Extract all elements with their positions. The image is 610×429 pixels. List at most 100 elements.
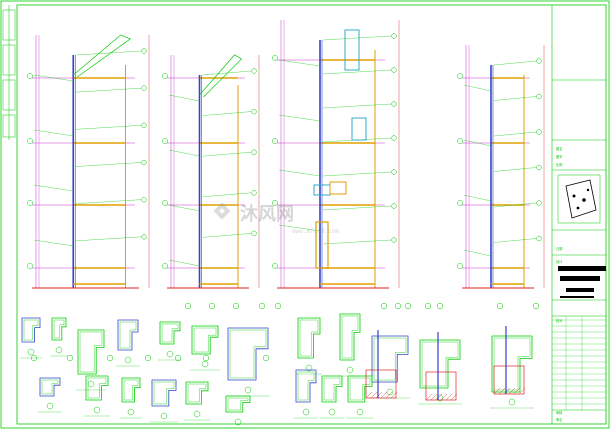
hatched-detail (493, 326, 526, 395)
level-marker (27, 138, 33, 144)
detail-tag (391, 101, 397, 107)
leader-line (168, 204, 200, 212)
profile-detail (120, 377, 142, 419)
svg-text:设计: 设计 (556, 259, 563, 264)
wall-section (457, 45, 545, 289)
detail-number-circle (234, 418, 242, 426)
leader-line (76, 162, 142, 167)
detail-tag (30, 354, 38, 362)
detail-number-circle (46, 402, 54, 410)
level-marker (272, 55, 278, 61)
detail-tag (391, 135, 397, 141)
level-marker (162, 73, 168, 79)
profile-outline (151, 379, 177, 407)
detail-tag (391, 203, 397, 209)
profile-outline (191, 325, 219, 355)
leader-line (202, 192, 252, 197)
detail-tag (536, 129, 542, 135)
detail-number-circle (244, 386, 252, 394)
detail-number-circle (160, 412, 168, 420)
column (315, 221, 329, 269)
detail-tag (208, 302, 216, 310)
detail-tag (141, 85, 147, 91)
detail-tag (251, 149, 257, 155)
leader-line (33, 184, 74, 192)
detail-number-circle (124, 356, 132, 364)
detail-number-circle (193, 410, 201, 418)
detail-number-circle (166, 350, 174, 358)
detail-tag (394, 302, 402, 310)
detail-tag (536, 235, 542, 242)
detail-tag (391, 67, 397, 73)
hatch-line (508, 387, 516, 395)
binding-strip (2, 5, 16, 140)
detail-tag (536, 58, 542, 64)
detail-number-circle (305, 364, 313, 372)
detail-tag (66, 354, 74, 362)
profile-outline (77, 329, 105, 375)
profile-inner (323, 377, 341, 401)
detail-tag (251, 108, 257, 115)
leader-line (202, 70, 252, 76)
detail-number-circle (302, 408, 310, 416)
profile-outline (85, 375, 109, 401)
svg-text:www.mfcad.com: www.mfcad.com (292, 228, 339, 235)
svg-text:图名: 图名 (556, 146, 562, 151)
leader-line (278, 169, 321, 177)
profile-detail (224, 395, 252, 429)
wall-section (162, 54, 260, 289)
hatch-line (450, 393, 458, 401)
hatch-box (365, 369, 397, 399)
detail-number-circle (93, 406, 101, 414)
leader-line (322, 103, 392, 109)
leader-line (322, 35, 392, 41)
detail-number-circle (127, 408, 135, 416)
roof-slope (73, 34, 131, 78)
profile-inner (53, 319, 65, 339)
hatch-line (385, 391, 393, 399)
inner-frame (16, 4, 607, 425)
profile-detail (84, 375, 110, 417)
leader-line (463, 139, 492, 147)
profile-outline (159, 321, 181, 345)
detail-tag (251, 190, 257, 196)
profile-inner (153, 381, 175, 405)
detail-row (20, 302, 540, 429)
profile-detail (50, 317, 68, 357)
leader-line (493, 167, 537, 172)
profile-outline (491, 335, 533, 393)
profile-detail (150, 379, 178, 423)
profile-detail (418, 339, 462, 405)
detail-tag (391, 33, 397, 39)
profile-outline (117, 319, 139, 351)
profile-inner (79, 331, 103, 373)
hatch-line (445, 393, 453, 401)
leader-line (322, 69, 392, 75)
hatched-detail (365, 330, 398, 399)
profile-outline (297, 317, 321, 359)
detail-tag (404, 302, 412, 310)
leader-line (202, 233, 252, 238)
detail-tag (144, 354, 152, 362)
detail-tag (274, 302, 282, 310)
profile-outline (121, 377, 141, 403)
hatch-line (390, 391, 398, 399)
detail-tag (258, 302, 266, 310)
leader-line (278, 59, 321, 67)
detail-tag (262, 354, 270, 362)
detail-tag (536, 200, 542, 206)
title-block (551, 5, 606, 424)
leader-line (33, 74, 74, 82)
detail-tag (536, 164, 542, 171)
hatch-line (440, 393, 448, 401)
leader-line (493, 131, 537, 137)
level-marker (27, 200, 33, 206)
leader-line (322, 205, 392, 211)
detail-tag (424, 302, 432, 310)
profile-inner (349, 377, 371, 401)
leader-line (322, 171, 392, 177)
leader-line (168, 259, 200, 267)
leader-line (168, 94, 200, 102)
profile-inner (421, 341, 459, 387)
profile-inner (373, 337, 407, 381)
